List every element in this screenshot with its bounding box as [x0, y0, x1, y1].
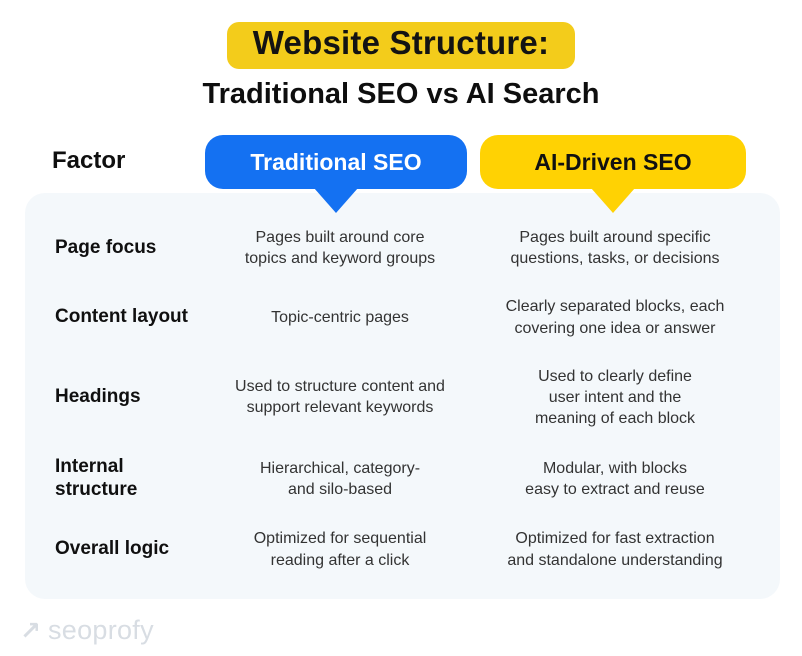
traditional-cell: Hierarchical, category- and silo-based [259, 459, 421, 498]
seoprofy-logo-text: seoprofy [47, 615, 154, 645]
footer-logo: ↗ seoprofy [20, 615, 154, 646]
traditional-cell: Used to structure content and support re… [235, 378, 445, 417]
ai-cell: Pages built around specific questions, t… [510, 229, 720, 268]
table-row: Headings Used to structure content and s… [55, 366, 750, 430]
ai-cell: Used to clearly define user intent and t… [534, 367, 696, 428]
traditional-seo-column-header: Traditional SEO [205, 135, 467, 189]
column-header-row: Factor Traditional SEO AI-Driven SEO [0, 135, 802, 191]
title-section: Website Structure: Traditional SEO vs AI… [0, 0, 802, 111]
table-row: Content layout Topic-centric pages Clear… [55, 296, 750, 339]
table-row: Overall logic Optimized for sequential r… [55, 528, 750, 571]
table-row: Internal structure Hierarchical, categor… [55, 456, 750, 502]
row-label-overall-logic: Overall logic [55, 538, 170, 560]
row-label-headings: Headings [55, 386, 141, 408]
row-label-content-layout: Content layout [55, 306, 188, 328]
ai-cell: Modular, with blocks easy to extract and… [525, 459, 705, 498]
factor-column-header: Factor [52, 147, 126, 174]
traditional-cell: Optimized for sequential reading after a… [253, 530, 427, 569]
traditional-cell: Pages built around core topics and keywo… [244, 229, 436, 268]
page-subtitle: Traditional SEO vs AI Search [202, 78, 600, 110]
table-row: Page focus Pages built around core topic… [55, 227, 750, 270]
page-title: Website Structure: [226, 22, 576, 69]
traditional-cell: Topic-centric pages [271, 308, 409, 326]
ai-cell: Optimized for fast extraction and standa… [507, 530, 723, 569]
row-label-page-focus: Page focus [55, 236, 157, 258]
comparison-table: Page focus Pages built around core topic… [25, 193, 780, 599]
ai-cell: Clearly separated blocks, each covering … [505, 298, 725, 337]
row-label-internal-structure: Internal structure [55, 456, 138, 500]
ai-driven-seo-column-header: AI-Driven SEO [480, 135, 746, 189]
north-east-arrow-icon: ↗ [20, 616, 41, 645]
